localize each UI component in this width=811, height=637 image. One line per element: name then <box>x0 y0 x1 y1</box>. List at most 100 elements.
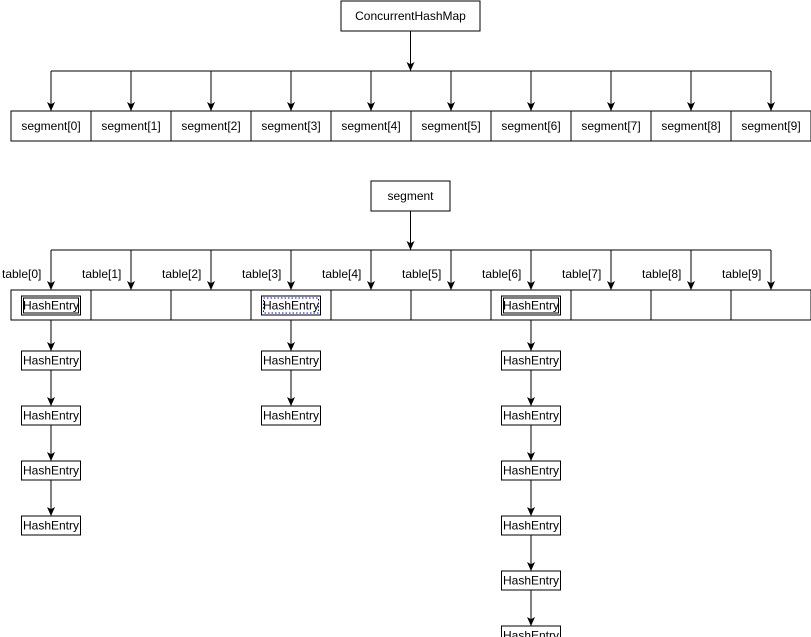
table-cell-9 <box>730 289 811 321</box>
hashentry-6-1-label: HashEntry <box>503 354 559 368</box>
hashentry-0-2-label: HashEntry <box>23 409 79 423</box>
hashentry-3-1: HashEntry <box>261 350 321 371</box>
concurrenthashmap-node-box <box>340 0 481 32</box>
segment-cell-7-box <box>570 110 652 142</box>
segment-cell-1-label: segment[1] <box>101 119 160 133</box>
table-cell-1 <box>90 289 172 321</box>
segment-cell-9: segment[9] <box>730 110 811 142</box>
hashentry-0-0-inner-border <box>23 297 79 314</box>
segment-cell-5-label: segment[5] <box>421 119 480 133</box>
hashentry-6-0-label: HashEntry <box>503 299 559 313</box>
table-cell-8-box <box>650 289 732 321</box>
concurrenthashmap-node-label: ConcurrentHashMap <box>355 9 466 23</box>
segment-cell-0: segment[0] <box>10 110 92 142</box>
segment-cell-7-label: segment[7] <box>581 119 640 133</box>
table-cell-5-box <box>410 289 492 321</box>
hashentry-0-0-label: HashEntry <box>23 299 79 313</box>
segment-cell-6-label: segment[6] <box>501 119 560 133</box>
segment-cell-6: segment[6] <box>490 110 572 142</box>
segment-cell-9-box <box>730 110 811 142</box>
table-label-9: table[9] <box>722 267 761 281</box>
hashentry-6-2-label: HashEntry <box>503 409 559 423</box>
segment-cell-1-box <box>90 110 172 142</box>
hashentry-6-6-box <box>501 625 561 637</box>
hashentry-3-1-box <box>261 350 321 371</box>
segment-cell-3: segment[3] <box>250 110 332 142</box>
hashentry-6-3-label: HashEntry <box>503 464 559 478</box>
hashentry-0-4: HashEntry <box>21 515 81 536</box>
hashentry-6-1: HashEntry <box>501 350 561 371</box>
hashentry-3-2-label: HashEntry <box>263 409 319 423</box>
segment-cell-4-label: segment[4] <box>341 119 400 133</box>
hashentry-3-2-box <box>261 405 321 426</box>
hashentry-0-2: HashEntry <box>21 405 81 426</box>
hashentry-0-4-box <box>21 515 81 536</box>
concurrenthashmap-node: ConcurrentHashMap <box>340 0 481 32</box>
segment-node-label: segment <box>387 189 434 203</box>
table-label-1: table[1] <box>82 267 121 281</box>
segment-cell-0-label: segment[0] <box>21 119 80 133</box>
segment-cell-0-box <box>10 110 92 142</box>
hashentry-0-2-box <box>21 405 81 426</box>
segment-cell-7: segment[7] <box>570 110 652 142</box>
hashentry-6-5: HashEntry <box>501 570 561 591</box>
segment-node: segment <box>370 180 451 212</box>
hashentry-3-0-box <box>261 295 321 316</box>
hashentry-6-2: HashEntry <box>501 405 561 426</box>
segment-cell-2: segment[2] <box>170 110 252 142</box>
table-cell-7-box <box>570 289 652 321</box>
hashentry-6-3: HashEntry <box>501 460 561 481</box>
segment-cell-3-label: segment[3] <box>261 119 320 133</box>
table-label-3: table[3] <box>242 267 281 281</box>
table-label-7: table[7] <box>562 267 601 281</box>
segment-cell-3-box <box>250 110 332 142</box>
table-cell-1-box <box>90 289 172 321</box>
hashentry-3-1-label: HashEntry <box>263 354 319 368</box>
hashentry-6-0-box <box>501 295 561 316</box>
table-cell-4 <box>330 289 412 321</box>
table-cell-2 <box>170 289 252 321</box>
table-label-4: table[4] <box>322 267 361 281</box>
edges-layer <box>47 31 775 626</box>
segment-cell-5: segment[5] <box>410 110 492 142</box>
hashentry-6-0: HashEntry <box>501 295 561 316</box>
hashentry-6-0-inner-border <box>503 297 559 314</box>
table-cell-5 <box>410 289 492 321</box>
hashentry-0-3-box <box>21 460 81 481</box>
hashentry-6-4-box <box>501 515 561 536</box>
table-cell-7 <box>570 289 652 321</box>
hashentry-6-5-box <box>501 570 561 591</box>
table-label-5: table[5] <box>402 267 441 281</box>
hashentry-0-1-box <box>21 350 81 371</box>
hashentry-6-1-box <box>501 350 561 371</box>
hashentry-3-0: HashEntry <box>261 295 321 316</box>
hashentry-0-3: HashEntry <box>21 460 81 481</box>
hashentry-6-6: HashEntry <box>501 625 561 637</box>
table-label-6: table[6] <box>482 267 521 281</box>
table-label-2: table[2] <box>162 267 201 281</box>
hashentry-3-2: HashEntry <box>261 405 321 426</box>
segment-cell-1: segment[1] <box>90 110 172 142</box>
hashentry-0-1: HashEntry <box>21 350 81 371</box>
table-label-8: table[8] <box>642 267 681 281</box>
hashentry-6-5-label: HashEntry <box>503 574 559 588</box>
hashentry-0-0-box <box>21 295 81 316</box>
segment-cell-8-label: segment[8] <box>661 119 720 133</box>
segment-cell-4-box <box>330 110 412 142</box>
segment-cell-2-box <box>170 110 252 142</box>
hashentry-0-4-label: HashEntry <box>23 519 79 533</box>
table-cell-2-box <box>170 289 252 321</box>
hashentry-6-2-box <box>501 405 561 426</box>
hashentry-6-6-label: HashEntry <box>503 629 559 637</box>
segment-cell-6-box <box>490 110 572 142</box>
hashentry-6-3-box <box>501 460 561 481</box>
segment-cell-4: segment[4] <box>330 110 412 142</box>
segment-cell-2-label: segment[2] <box>181 119 240 133</box>
segment-cell-5-box <box>410 110 492 142</box>
hashentry-0-0: HashEntry <box>21 295 81 316</box>
table-cell-9-box <box>730 289 811 321</box>
table-cell-8 <box>650 289 732 321</box>
hashentry-3-0-label: HashEntry <box>263 299 319 313</box>
